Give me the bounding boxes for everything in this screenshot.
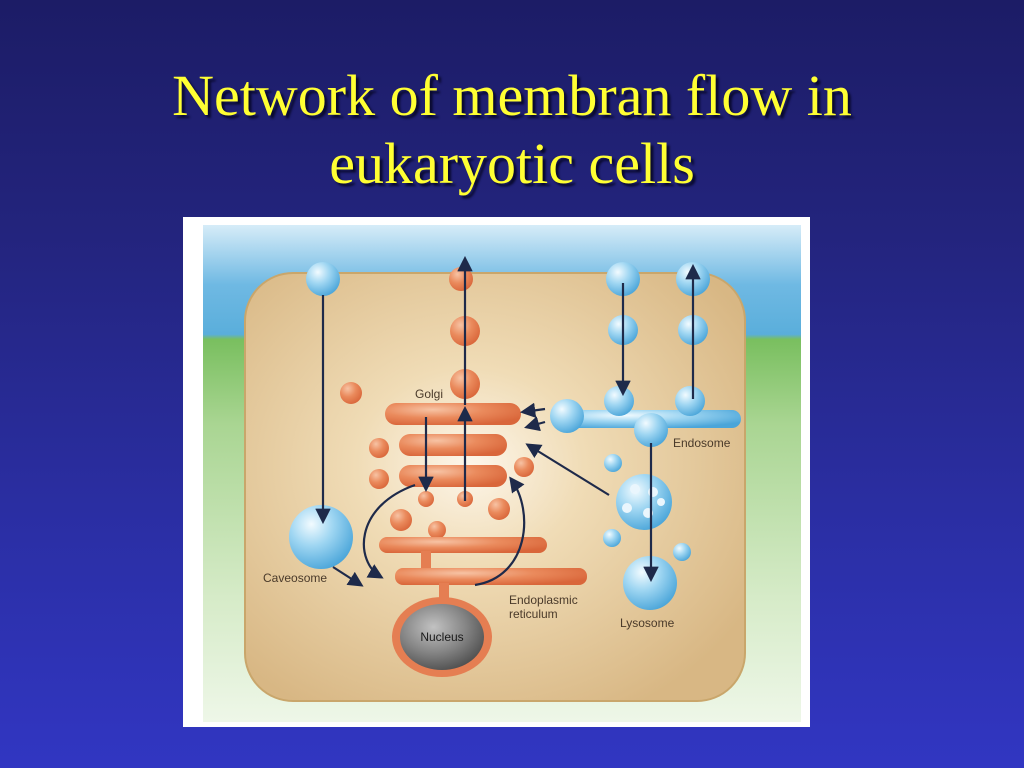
caveosome-label: Caveosome	[263, 571, 327, 585]
exocytic-pit	[449, 267, 473, 291]
endoplasmic-reticulum-label-line-2: reticulum	[509, 607, 558, 621]
small-vesicle-3	[673, 543, 691, 561]
caveosome	[289, 505, 353, 569]
slide-title-line-1: Network of membran flow in	[172, 63, 852, 128]
lysosome-label: Lysosome	[620, 616, 675, 630]
small-vesicle-2	[603, 529, 621, 547]
slide-title-line-2: eukaryotic cells	[329, 131, 695, 196]
multivesicular-body	[616, 474, 672, 530]
golgi-label: Golgi	[415, 387, 443, 401]
endoplasmic-reticulum-label-line-1: Endoplasmic	[509, 593, 578, 607]
golgi-vesicle-left-top	[340, 382, 362, 404]
membrane-flow-figure: Nucleus	[183, 217, 810, 727]
membrane-flow-diagram: Nucleus	[203, 225, 801, 722]
lysosome	[623, 556, 677, 610]
endosome-label: Endosome	[673, 436, 731, 450]
transport-arrows	[315, 255, 701, 587]
nucleus	[392, 597, 492, 677]
small-vesicle-1	[604, 454, 622, 472]
slide-title: Network of membran flow in eukaryotic ce…	[0, 62, 1024, 198]
endocytic-pit-caveola	[306, 262, 340, 296]
endocytic-pit-endosome-in	[606, 262, 640, 296]
endoplasmic-reticulum	[379, 521, 587, 603]
nucleus-label: Nucleus	[420, 630, 463, 644]
endosome	[550, 386, 741, 447]
